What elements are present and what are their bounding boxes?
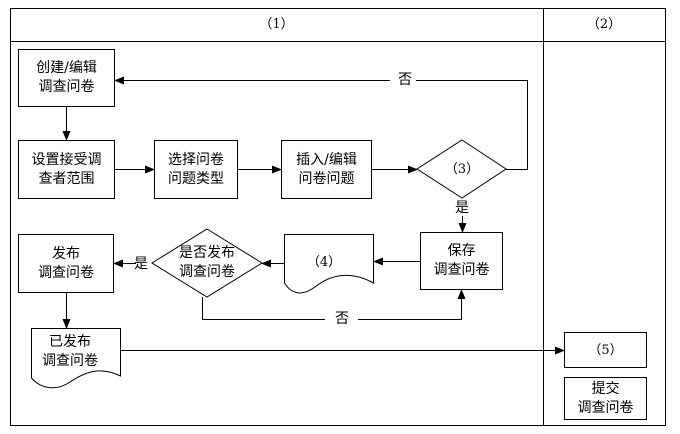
node-save-line1: 保存 <box>447 243 476 259</box>
node-insert-edit-box <box>281 140 372 199</box>
node-select-type: 选择问卷 问题类型 <box>154 140 238 199</box>
node-select-type-box <box>154 140 238 199</box>
node-decision3: （3） <box>417 155 507 183</box>
node-doc4-shape <box>284 234 374 294</box>
edge-label-no-loop: 否 <box>394 70 416 90</box>
swimlane-frame <box>10 8 666 426</box>
node-decision3-label: （3） <box>444 161 480 177</box>
node-select-type-line2: 问题类型 <box>168 170 224 187</box>
node-publish-line2: 调查问卷 <box>38 264 94 281</box>
node-box5: （5） <box>564 332 647 368</box>
node-insert-edit-line1: 插入/编辑 <box>296 151 357 168</box>
node-select-type-line1: 选择问卷 <box>168 151 224 168</box>
node-publish-decision-diamond <box>151 228 263 298</box>
node-publish-line1: 发布 <box>52 245 80 262</box>
node-insert-edit-line2: 问卷问题 <box>298 170 355 187</box>
lane2-header: （2） <box>586 17 622 32</box>
lane1-header: （1） <box>259 17 294 32</box>
node-publish-decision-line2: 调查问卷 <box>179 264 235 280</box>
node-publish-box <box>18 234 114 293</box>
node-doc4: （4） <box>284 248 364 276</box>
node-doc4-label: （4） <box>306 254 342 270</box>
node-publish-decision-line1: 是否发布 <box>179 245 235 261</box>
node-decision3-diamond <box>416 139 507 199</box>
node-set-scope-box <box>18 140 115 199</box>
node-create-edit-box <box>18 49 115 107</box>
node-set-scope-line1: 设置接受调 <box>31 151 102 168</box>
edge-decision-no-bottom-tail <box>358 289 466 320</box>
node-published-doc-line2: 调查问卷 <box>42 353 98 369</box>
node-create-edit: 创建/编辑 调查问卷 <box>18 49 115 107</box>
edge-decision-no-bottom <box>202 297 325 320</box>
node-published-doc: 已发布 调查问卷 <box>31 332 109 372</box>
node-publish-decision: 是否发布 调查问卷 <box>160 243 254 283</box>
node-create-edit-line1: 创建/编辑 <box>36 60 97 76</box>
node-publish: 发布 调查问卷 <box>18 234 114 293</box>
node-create-edit-line2: 调查问卷 <box>38 79 95 95</box>
edge-label-no-bottom: 否 <box>331 309 353 329</box>
node-submit: 提交 调查问卷 <box>564 377 647 420</box>
node-set-scope-line2: 查者范围 <box>38 170 95 187</box>
node-published-doc-shape <box>31 328 121 389</box>
node-insert-edit: 插入/编辑 问卷问题 <box>281 140 372 199</box>
node-save: 保存 调查问卷 <box>420 232 503 290</box>
node-set-scope: 设置接受调 查者范围 <box>18 140 115 199</box>
node-submit-line2: 调查问卷 <box>577 399 634 416</box>
edge-label-yes-left: 是 <box>134 255 148 272</box>
node-save-line2: 调查问卷 <box>433 262 490 278</box>
node-submit-line1: 提交 <box>591 380 620 397</box>
node-box5-label: （5） <box>588 342 623 358</box>
node-box5 <box>564 332 647 368</box>
node-published-doc-line1: 已发布 <box>49 334 91 350</box>
node-submit-box <box>564 377 647 420</box>
edge-label-yes-down: 是 <box>455 199 469 216</box>
edge-decision3-no-loop <box>396 80 528 170</box>
